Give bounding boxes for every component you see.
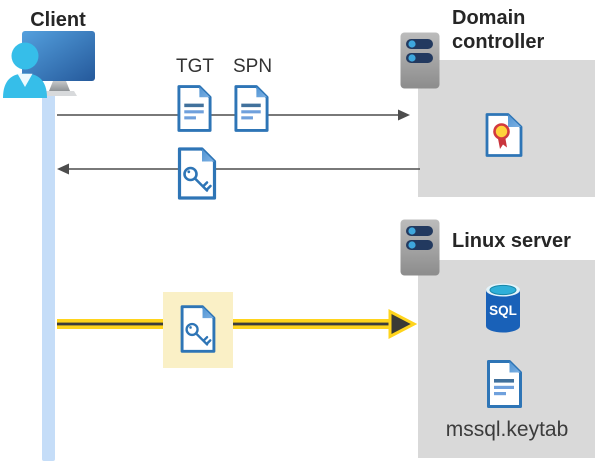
linux-server-label: Linux server: [452, 230, 571, 252]
domain-controller-label: Domain controller: [452, 7, 545, 53]
monitor-icon: [22, 31, 95, 81]
key-icon: [185, 322, 212, 346]
sql-database-icon: SQL: [486, 283, 520, 333]
client-icon: [3, 31, 95, 98]
tgt-label: TGT: [176, 56, 214, 77]
tgt-document-icon: [177, 85, 212, 132]
request-arrow: [57, 109, 410, 121]
client-lifeline: [42, 93, 55, 461]
response-arrow: [57, 163, 420, 175]
arrowhead-yellow-icon: [388, 309, 417, 339]
keytab-document-icon: [487, 360, 522, 408]
key-icon: [183, 166, 212, 192]
keytab-filename-label: mssql.keytab: [445, 418, 569, 441]
linux-server-icon: [400, 219, 440, 276]
auth-arrow: [57, 309, 417, 339]
certificate-document-icon: [485, 113, 523, 157]
arrowhead-right-icon: [398, 109, 410, 121]
arrowhead-left-icon: [57, 163, 69, 175]
client-label: Client: [30, 9, 86, 31]
spn-document-icon: [234, 85, 269, 132]
user-icon: [3, 42, 47, 98]
spn-label: SPN: [233, 56, 273, 77]
seal-icon: [493, 123, 510, 140]
keytab-key-document-icon: [180, 305, 216, 353]
ticket-key-document-icon: [177, 147, 217, 200]
domain-controller-server-icon: [400, 32, 440, 89]
sql-text: SQL: [489, 303, 517, 318]
